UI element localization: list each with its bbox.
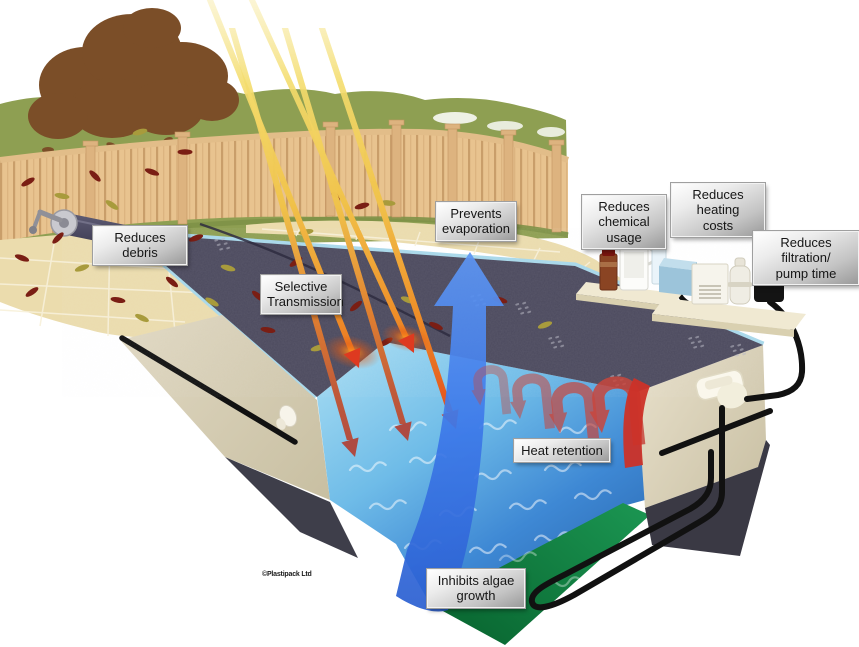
chemical-jar	[599, 247, 618, 291]
skimmer	[695, 369, 748, 409]
evaporation-arrow	[396, 252, 504, 612]
left-wall-cutaway	[119, 315, 358, 558]
label-reduces-debris: Reduces debris	[92, 225, 188, 266]
sun-rays	[206, 0, 459, 457]
label-inhibits-algae-growth: Inhibits algae growth	[426, 568, 526, 609]
earth-left	[225, 457, 358, 558]
pool-filter	[728, 257, 752, 305]
crank-handle	[29, 209, 63, 234]
inlet-pipe	[119, 335, 298, 445]
label-reduces-chemical-usage: Reduces chemical usage	[581, 194, 667, 250]
label-heat-retention: Heat retention	[513, 437, 611, 464]
label-prevents-evaporation: Prevents evaporation	[435, 201, 517, 242]
equipment-shelf	[652, 257, 806, 337]
label-reduces-heating-costs: Reduces heating costs	[670, 182, 766, 238]
watermark-copyright: ©Plastipack Ltd	[262, 571, 312, 578]
chemical-jug	[619, 233, 657, 291]
inlet-fitting-icon	[276, 404, 298, 430]
heat-retention-arrows	[469, 368, 650, 468]
chemical-box	[659, 258, 697, 296]
label-reduces-filtration-pump-time: Reduces filtration/ pump time	[752, 230, 859, 286]
label-selective-transmission: Selective Transmission	[260, 274, 344, 315]
pool-heater	[691, 263, 729, 305]
pool-bottom-green	[430, 503, 650, 645]
